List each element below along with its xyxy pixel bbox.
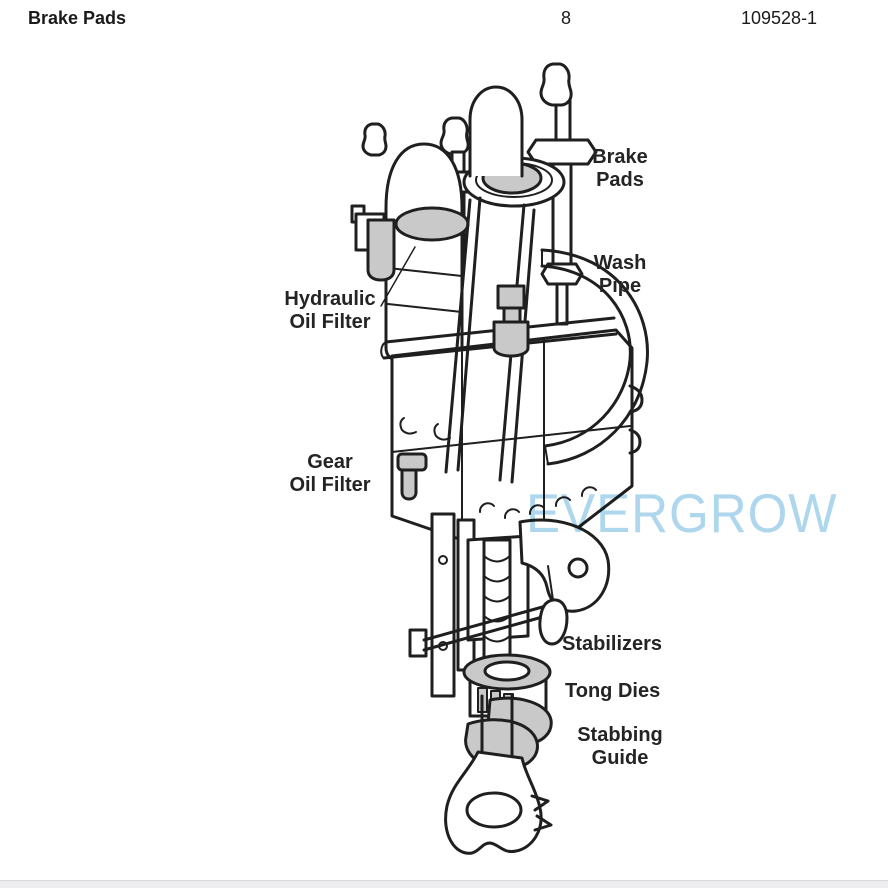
wash-pipe-center <box>492 284 530 358</box>
label-wash-pipe: Wash Pipe <box>593 252 647 297</box>
watermark-text: EVERGROW <box>526 482 838 544</box>
gear-oil-filter-part <box>396 452 428 501</box>
label-stabilizers: Stabilizers <box>562 633 663 655</box>
page-section-title: Brake Pads <box>28 8 127 28</box>
brake-pads-part <box>462 85 566 208</box>
label-stabbing-guide: Stabbing Guide <box>577 724 663 769</box>
label-brake-pads: Brake Pads <box>592 146 648 191</box>
footer-bar <box>0 880 888 888</box>
gear-housing <box>380 316 644 542</box>
page-number: 8 <box>561 8 572 28</box>
hydraulic-oil-filter-part <box>350 142 470 363</box>
bail-frame <box>444 196 536 484</box>
document-number: 109528-1 <box>741 8 818 28</box>
label-hydraulic-oil-filter: Hydraulic Oil Filter <box>284 288 376 333</box>
stabilizers-part <box>408 538 569 664</box>
label-tong-dies: Tong Dies <box>565 680 661 702</box>
label-gear-oil-filter: Gear Oil Filter <box>289 451 371 496</box>
bell-guide <box>444 694 553 855</box>
wash-pipe-part <box>540 248 649 466</box>
top-fitting <box>361 122 388 157</box>
